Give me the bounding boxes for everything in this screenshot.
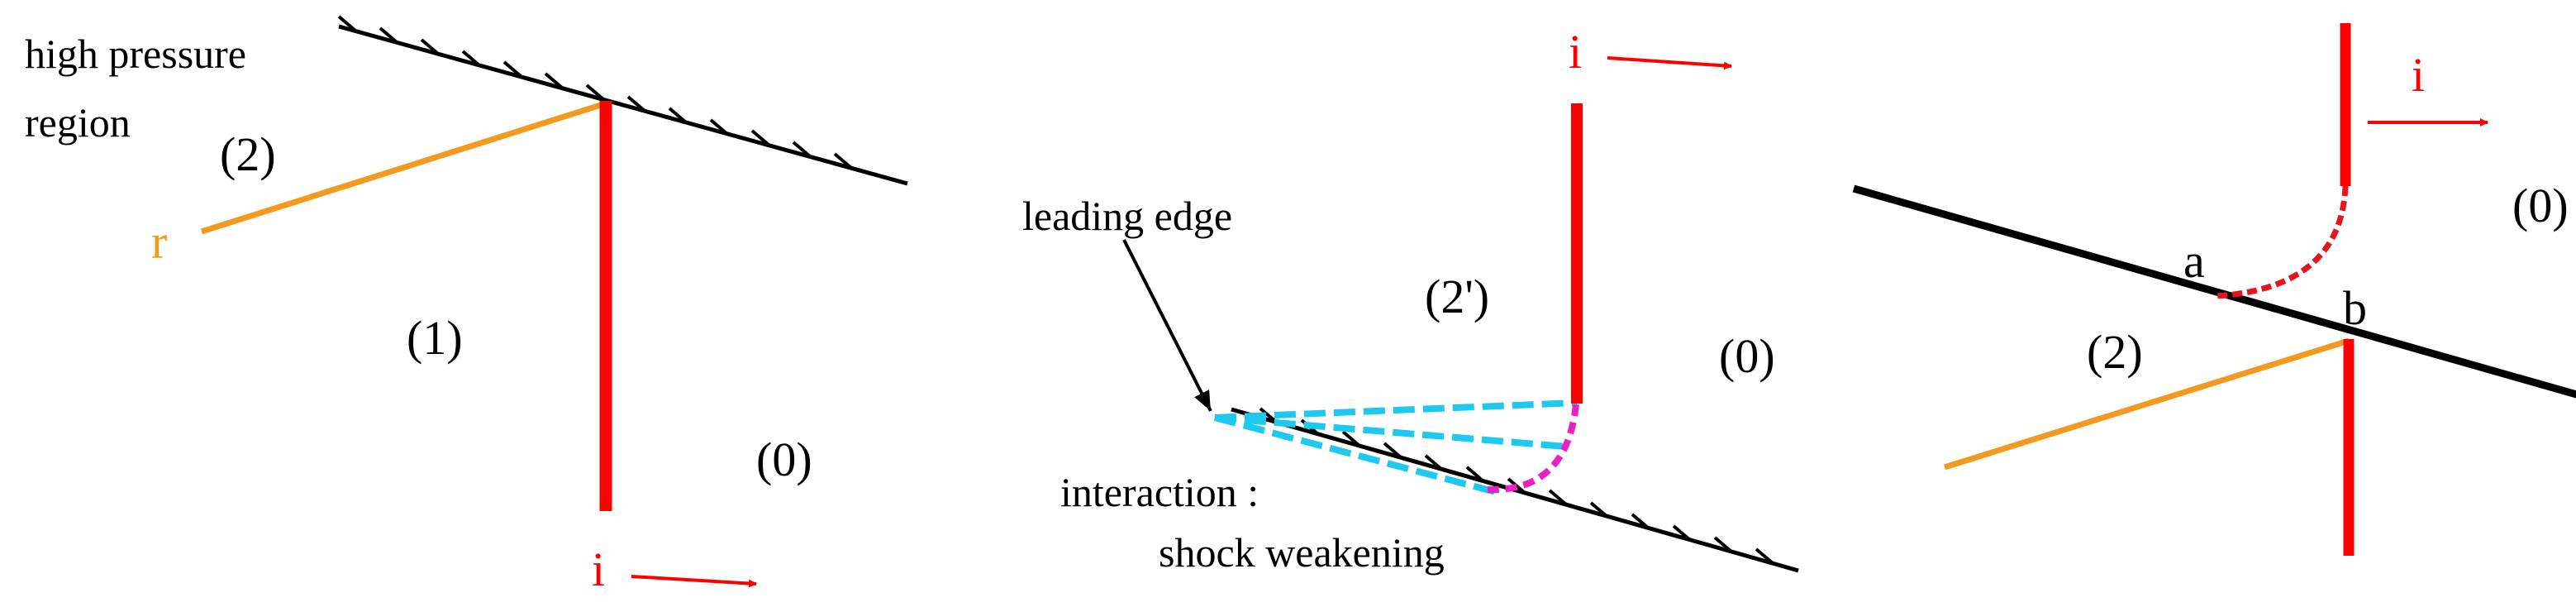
curved-shock-segment [2214, 185, 2349, 299]
wall-hatching [1259, 407, 1774, 565]
point-a-label: a [2183, 234, 2205, 288]
reflected-shock [200, 101, 605, 235]
weakened-shock-curve [1487, 367, 1581, 494]
label-r: r [151, 215, 167, 269]
shock-weakening-label: shock weakening [1159, 529, 1445, 576]
motion-arrow-i [631, 575, 757, 588]
panel-1: high pressure region (2) (1) (0) r i [25, 15, 908, 596]
panel-2: i leading edge (2') (0) interaction : sh… [1022, 25, 1799, 576]
region-0-label: (0) [756, 433, 812, 486]
label-i: i [1569, 25, 1582, 79]
region-0-label: (0) [2512, 179, 2569, 232]
label-high-pressure: high pressure [25, 31, 246, 77]
region-2-label: (2) [220, 127, 276, 181]
region-1-label: (1) [407, 311, 463, 365]
region-0-label: (0) [1719, 329, 1775, 383]
leading-edge-arrow [1122, 239, 1212, 412]
motion-arrow-i [1607, 56, 1732, 70]
label-i: i [592, 542, 605, 596]
region-2-label: (2) [2087, 325, 2143, 379]
panel-3: i (0) a b (2) [1852, 23, 2576, 556]
interaction-label: interaction : [1060, 469, 1259, 515]
wall-hatching [337, 15, 853, 170]
region-2prime-label: (2') [1425, 270, 1489, 323]
label-i: i [2412, 48, 2425, 102]
wall-line [338, 24, 908, 186]
leading-edge-label: leading edge [1022, 193, 1232, 239]
point-b-label: b [2343, 281, 2367, 335]
surface-line [1852, 184, 2576, 399]
expansion-fan [1213, 399, 1578, 495]
reflected-shock [1943, 337, 2350, 471]
label-region: region [25, 99, 131, 146]
